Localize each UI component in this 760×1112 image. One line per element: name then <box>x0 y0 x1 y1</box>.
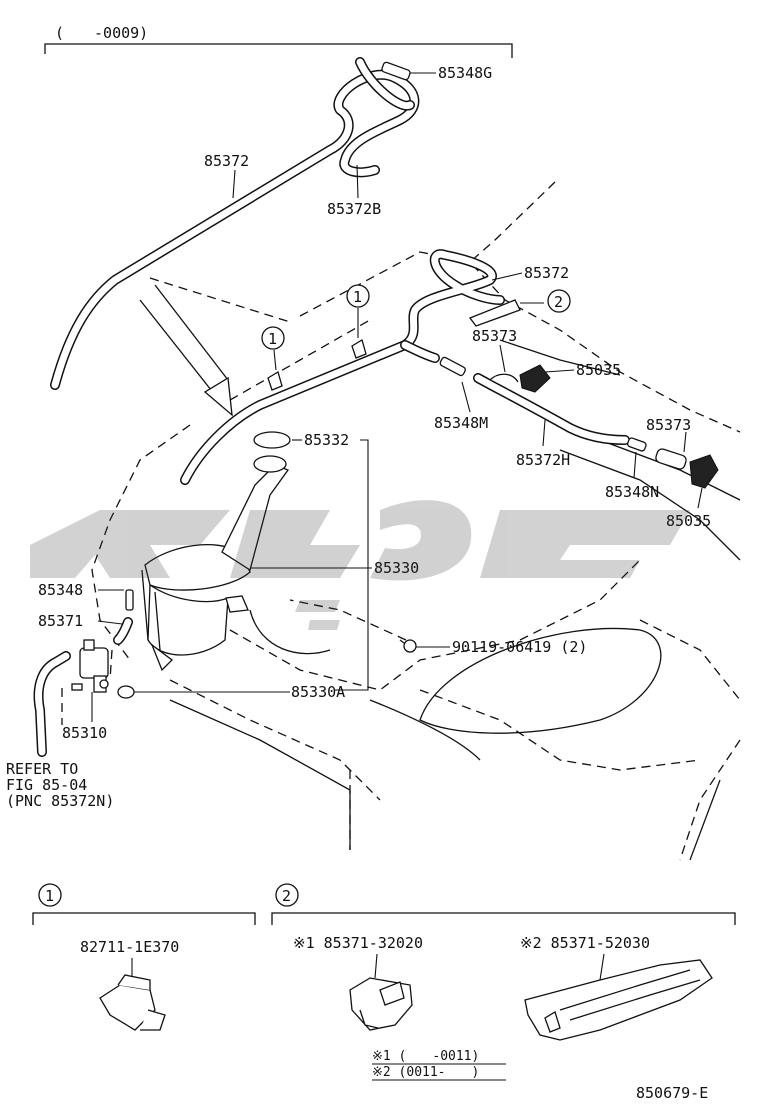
callout-85348N: 85348N <box>605 483 659 501</box>
refer-note-line2: FIG 85-04 <box>6 776 87 794</box>
grommet-85330A[interactable] <box>117 685 290 699</box>
clip-85371-52030[interactable] <box>524 959 713 1041</box>
callout-90119: 90119-06419 (2) <box>452 638 587 656</box>
hose-85372-upper[interactable] <box>50 57 420 390</box>
detail-1-part-label: 82711-1E370 <box>80 938 179 956</box>
callout-85348G: 85348G <box>438 64 492 82</box>
refer-note-line1: REFER TO <box>6 760 78 778</box>
detail-2-part-a: ※1 85371-32020 <box>293 934 423 952</box>
detail-1-marker: 1 <box>45 887 54 905</box>
hose-85371[interactable] <box>97 617 133 645</box>
callout-85330: 85330 <box>374 559 419 577</box>
callout-85372-right: 85372 <box>524 264 569 282</box>
marker-1-b-label: 1 <box>353 288 362 306</box>
washer-tank-85330[interactable] <box>141 455 372 672</box>
tube-85373-b[interactable] <box>655 431 688 470</box>
marker-2-hood <box>547 289 571 313</box>
joint-85348M[interactable] <box>439 356 471 413</box>
joint-85348N[interactable] <box>627 437 647 479</box>
callout-85310: 85310 <box>62 724 107 742</box>
clip-82711-a[interactable] <box>267 349 283 391</box>
marker-1-a-label: 1 <box>268 330 277 348</box>
bolt-90119[interactable] <box>289 599 450 653</box>
detail-2-note-b: ※2 (0011- ) <box>372 1065 479 1080</box>
refer-note-line3: (PNC 85372N) <box>6 792 114 810</box>
clip-82711-b[interactable] <box>351 308 367 359</box>
hose-85372H[interactable] <box>473 373 630 447</box>
callout-85371: 85371 <box>38 612 83 630</box>
cap-85332[interactable] <box>253 431 302 449</box>
detail-2-part-b: ※2 85371-52030 <box>520 934 650 952</box>
callout-85372-top: 85372 <box>204 152 249 170</box>
callout-85372B: 85372B <box>327 200 381 218</box>
callout-85035-b: 85035 <box>666 512 711 530</box>
detail-panel-1: 1 82711-1E370 <box>32 883 256 1031</box>
callout-85372H: 85372H <box>516 451 570 469</box>
pointer-arrow <box>139 284 233 417</box>
figure-id: 850679-E <box>636 1084 708 1102</box>
callout-85348M: 85348M <box>434 414 488 432</box>
hose-85372-main[interactable] <box>180 249 505 485</box>
clip-85371-32020[interactable] <box>349 977 413 1031</box>
header-range-bracket: ( -0009) <box>44 24 513 58</box>
callout-85373-a: 85373 <box>472 327 517 345</box>
clip-85371[interactable] <box>468 299 544 327</box>
callout-85035-a: 85035 <box>576 361 621 379</box>
detail-2-marker: 2 <box>282 887 291 905</box>
nozzle-85035-b[interactable] <box>689 454 719 509</box>
nozzle-85035-a[interactable] <box>519 364 575 393</box>
header-range-label: ( -0009) <box>55 24 148 42</box>
joint-85348G[interactable] <box>381 61 436 81</box>
marker-2-hood-label: 2 <box>554 293 563 311</box>
pump-85310[interactable] <box>61 639 113 725</box>
clip-82711-detail[interactable] <box>99 974 166 1031</box>
detail-2-note-a: ※1 ( -0011) <box>372 1049 479 1064</box>
vehicle-body-outline <box>91 181 741 861</box>
marker-1-b <box>346 284 370 308</box>
watermark-logo <box>30 500 690 630</box>
callout-85332: 85332 <box>304 431 349 449</box>
callout-85348: 85348 <box>38 581 83 599</box>
bracket-85330-group <box>335 439 369 691</box>
callout-85373-b: 85373 <box>646 416 691 434</box>
callout-85330A: 85330A <box>291 683 345 701</box>
joint-85348[interactable] <box>98 589 134 611</box>
marker-1-a <box>261 326 285 350</box>
hose-85372N[interactable] <box>33 651 71 757</box>
detail-panel-2: 2 ※1 85371-32020 ※2 85371-52030 ※1 ( -00… <box>271 883 736 1081</box>
